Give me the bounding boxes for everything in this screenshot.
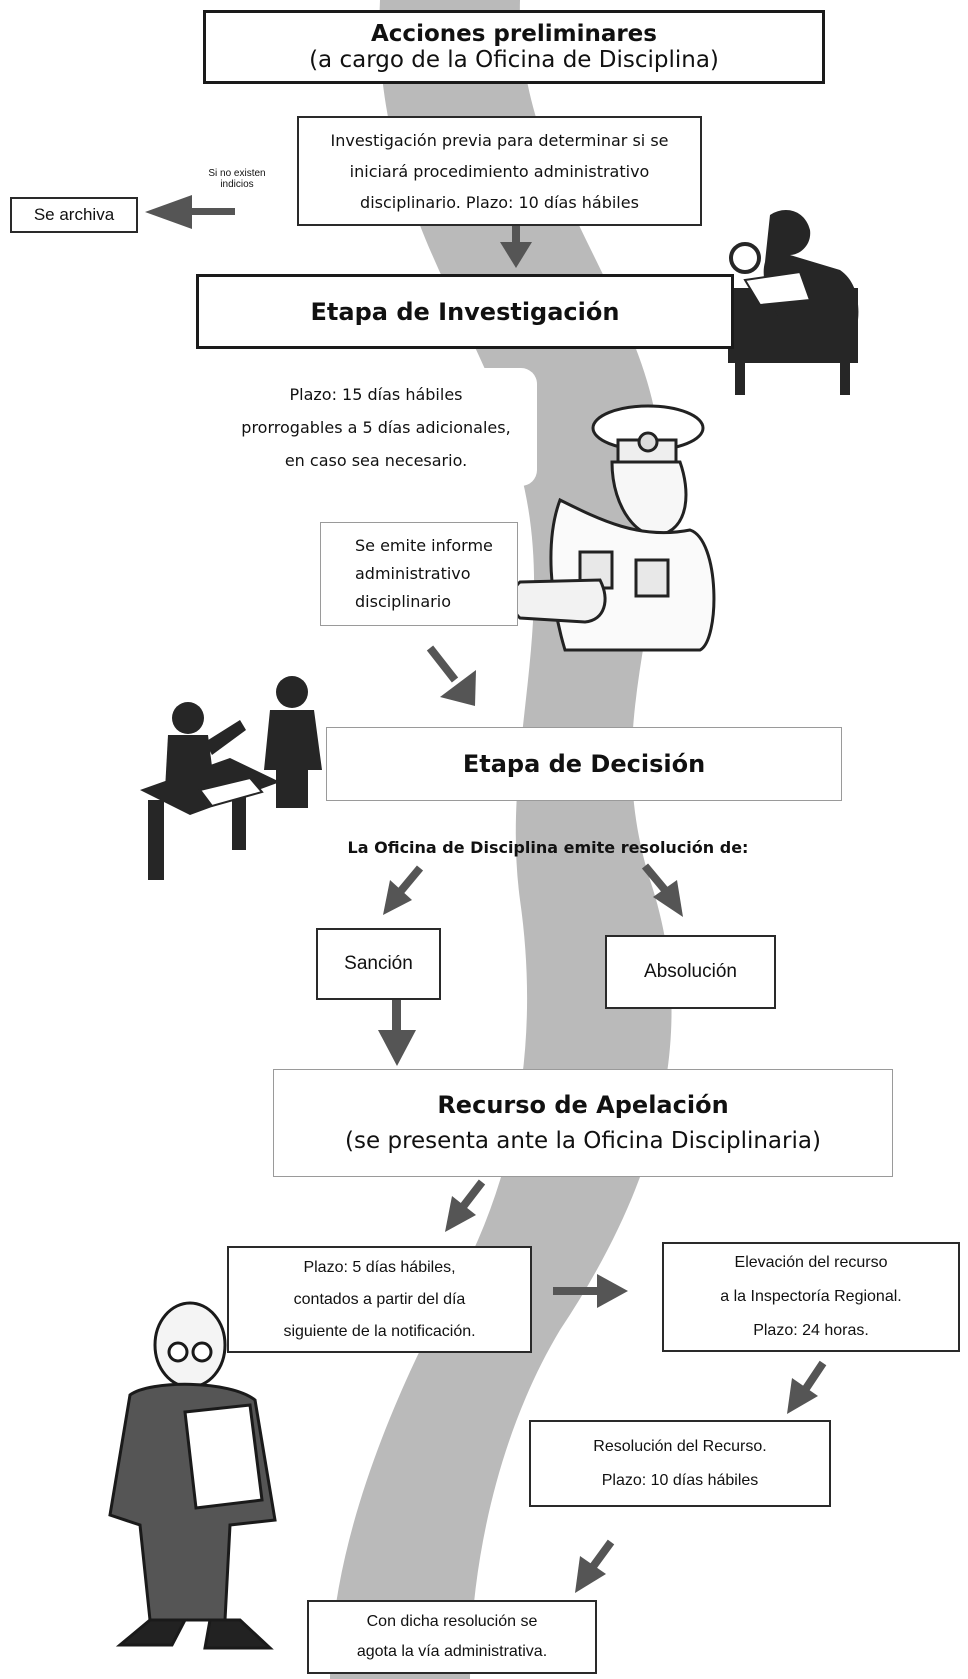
arrow-to-final (575, 1539, 615, 1593)
se-archiva-label: Se archiva (33, 205, 115, 224)
acciones-title: Acciones preliminares (371, 21, 657, 47)
final-box: Con dicha resolución se agota la vía adm… (307, 1600, 597, 1674)
recurso-title: Recurso de Apelación (437, 1091, 729, 1119)
plazo-apelacion-line-2: contados a partir del día (293, 1290, 466, 1308)
etapa-decision-box: Etapa de Decisión (326, 727, 842, 801)
arrow-to-investigation (500, 224, 532, 268)
investigacion-previa-line-3: disciplinario. Plazo: 10 días hábiles (360, 192, 639, 212)
etapa-decision-title: Etapa de Decisión (462, 750, 706, 778)
etapa-investigacion-title: Etapa de Investigación (310, 297, 620, 326)
elevacion-box: Elevación del recurso a la Inspectoría R… (662, 1242, 960, 1352)
final-line-1: Con dicha resolución se (366, 1613, 538, 1630)
informe-line-1: Se emite informe (355, 536, 493, 555)
plazo-investigacion-line-3: en caso sea necesario. (284, 450, 468, 470)
bald-man-reading-icon (108, 1301, 277, 1650)
recurso-apelacion-box: Recurso de Apelación (se presenta ante l… (273, 1069, 893, 1177)
informe-line-2: administrativo (355, 564, 471, 583)
arrow-to-sancion (383, 865, 424, 915)
investigacion-previa-box: Investigación previa para determinar si … (297, 116, 702, 226)
sancion-box: Sanción (316, 928, 441, 1000)
arrow-to-decision (426, 645, 476, 706)
se-archiva-box: Se archiva (10, 197, 138, 233)
arrow-to-resolucion-recurso (787, 1360, 827, 1414)
informe-box: Se emite informe administrativo discipli… (320, 522, 518, 626)
resolucion-recurso-line-2: Plazo: 10 días hábiles (601, 1471, 759, 1489)
absolucion-box: Absolución (605, 935, 776, 1009)
arrow-to-absolucion (641, 863, 683, 917)
arrow-to-recurso (378, 1000, 416, 1066)
elevacion-line-1: Elevación del recurso (734, 1254, 888, 1271)
acciones-preliminares-box: Acciones preliminares (a cargo de la Ofi… (203, 10, 825, 84)
arrow-to-plazo-apelacion (445, 1179, 486, 1232)
arrow-to-elevacion (553, 1274, 628, 1308)
acciones-subtitle: (a cargo de la Oficina de Disciplina) (309, 47, 719, 73)
arrow-to-archive (145, 195, 235, 229)
resolucion-intro: La Oficina de Disciplina emite resolució… (347, 838, 749, 857)
investigacion-previa-line-1: Investigación previa para determinar si … (330, 130, 669, 150)
plazo-apelacion-box: Plazo: 5 días hábiles, contados a partir… (227, 1246, 532, 1353)
investigacion-previa-line-2: iniciará procedimiento administrativo (349, 161, 650, 181)
plazo-investigacion-line-2: prorrogables a 5 días adicionales, (241, 417, 511, 437)
flow-arrows (145, 195, 827, 1593)
etapa-investigacion-box: Etapa de Investigación (196, 274, 734, 349)
archivo-condition: Si no existen indicios (188, 168, 286, 190)
judge-and-person-icon (140, 676, 322, 880)
resolucion-recurso-line-1: Resolución del Recurso. (593, 1437, 767, 1455)
plazo-investigacion-bubble: Plazo: 15 días hábiles prorrogables a 5 … (215, 368, 537, 486)
plazo-investigacion-line-1: Plazo: 15 días hábiles (289, 384, 463, 404)
final-line-2: agota la vía administrativa. (356, 1643, 548, 1660)
sancion-label: Sanción (344, 953, 413, 974)
resolucion-recurso-box: Resolución del Recurso. Plazo: 10 días h… (529, 1420, 831, 1507)
elevacion-line-2: a la Inspectoría Regional. (720, 1288, 902, 1305)
informe-line-3: disciplinario (355, 592, 451, 611)
recurso-subtitle: (se presenta ante la Oficina Disciplinar… (345, 1128, 821, 1154)
archivo-condition-line-1: Si no existen (208, 168, 266, 179)
plazo-apelacion-line-3: siguiente de la notificación. (283, 1322, 476, 1340)
police-officer-icon (511, 404, 716, 652)
plazo-apelacion-line-1: Plazo: 5 días hábiles, (303, 1258, 456, 1276)
archivo-condition-line-2: indicios (220, 179, 254, 190)
winding-road (330, 0, 672, 1679)
elevacion-line-3: Plazo: 24 horas. (753, 1322, 869, 1339)
investigator-at-desk-icon (728, 210, 859, 395)
absolucion-label: Absolución (644, 961, 737, 982)
